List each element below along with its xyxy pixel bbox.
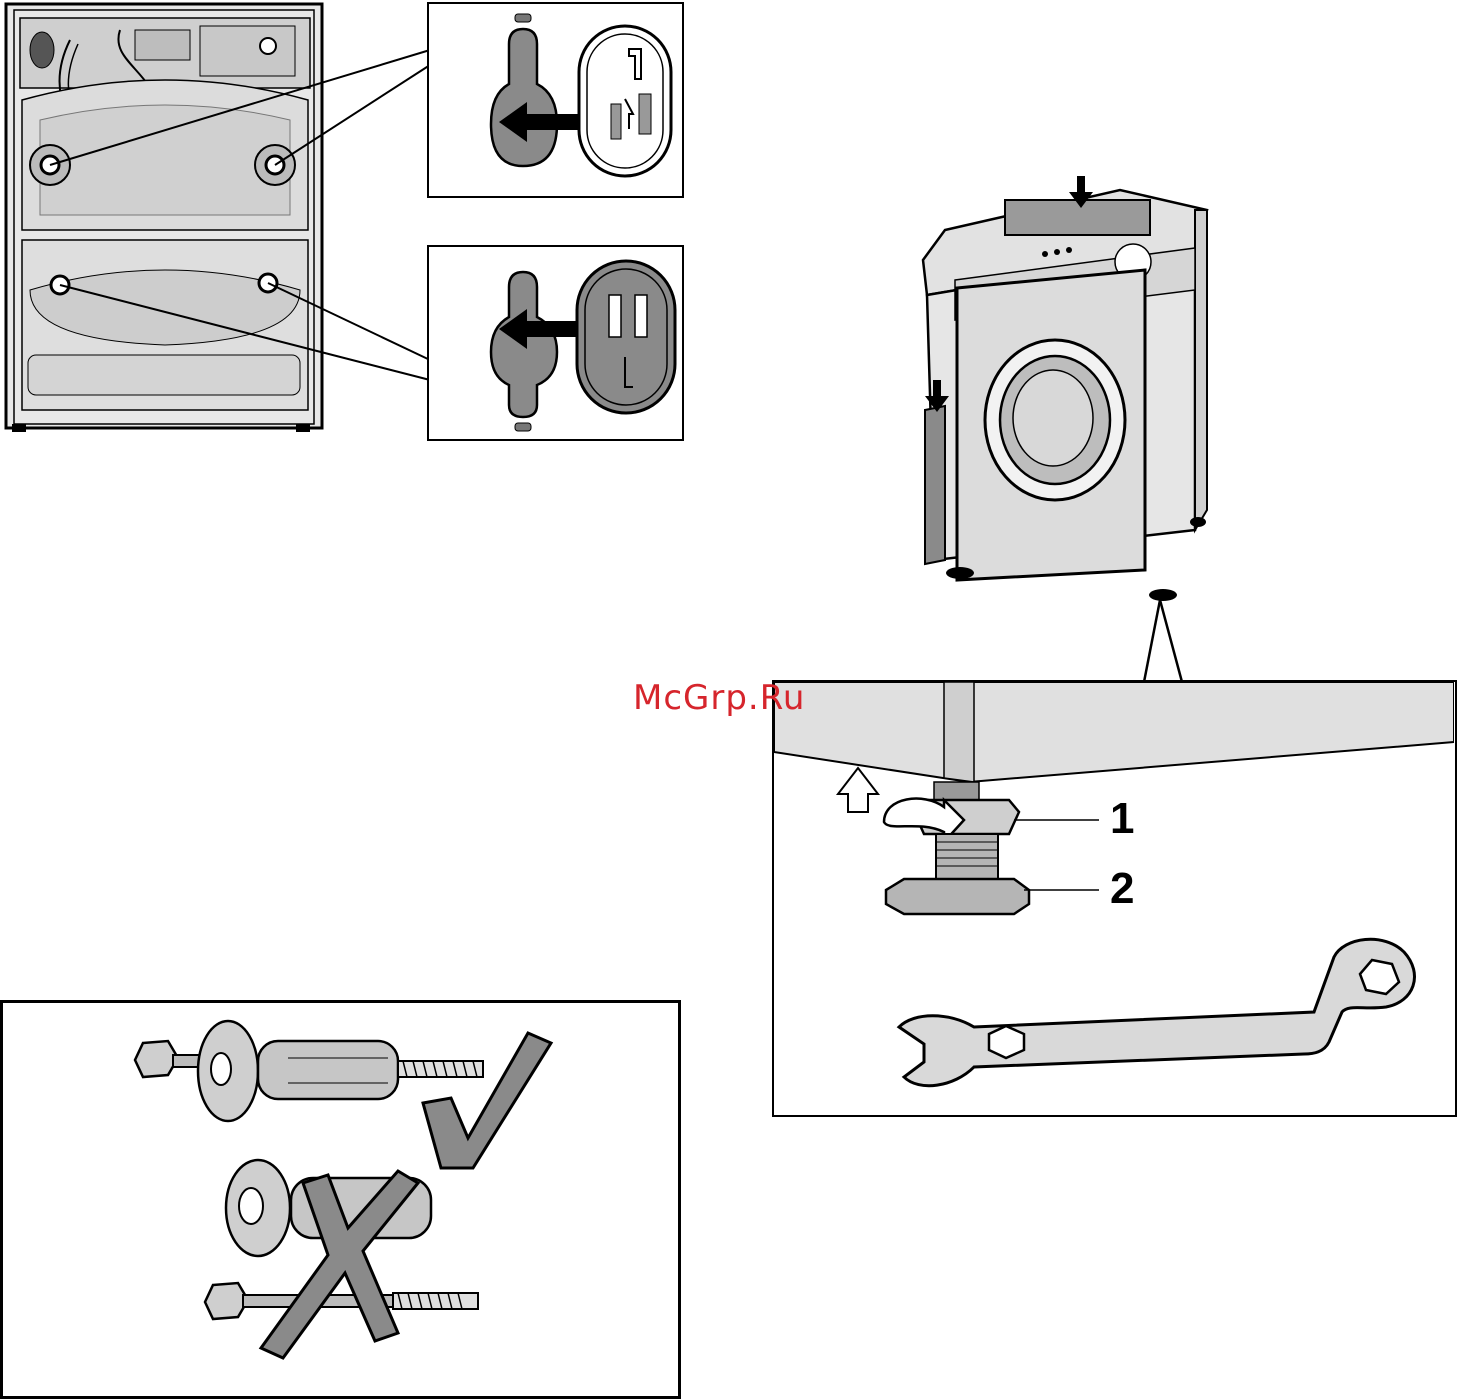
washing-machine-drawing	[905, 170, 1225, 610]
washing-machine-view	[905, 170, 1225, 610]
cover-detail-bottom	[427, 245, 684, 441]
callout-2-label: 2	[1110, 864, 1134, 914]
cover-insert-drawing-2	[429, 247, 682, 439]
foot-leader-lines	[1140, 590, 1220, 690]
leader-lines	[0, 0, 440, 400]
cover-insert-drawing	[429, 4, 682, 196]
arrow-up-icon	[838, 768, 878, 812]
watermark-text: McGrp.Ru	[633, 678, 805, 718]
plug-insertion-detail	[0, 1000, 681, 1399]
check-icon	[423, 1033, 551, 1168]
callout-1-label: 1	[1110, 794, 1134, 844]
wrench-icon	[899, 939, 1414, 1085]
adjustable-foot	[886, 879, 1029, 914]
cover-detail-top	[427, 2, 684, 198]
plug-insertion-drawing	[3, 1003, 678, 1396]
